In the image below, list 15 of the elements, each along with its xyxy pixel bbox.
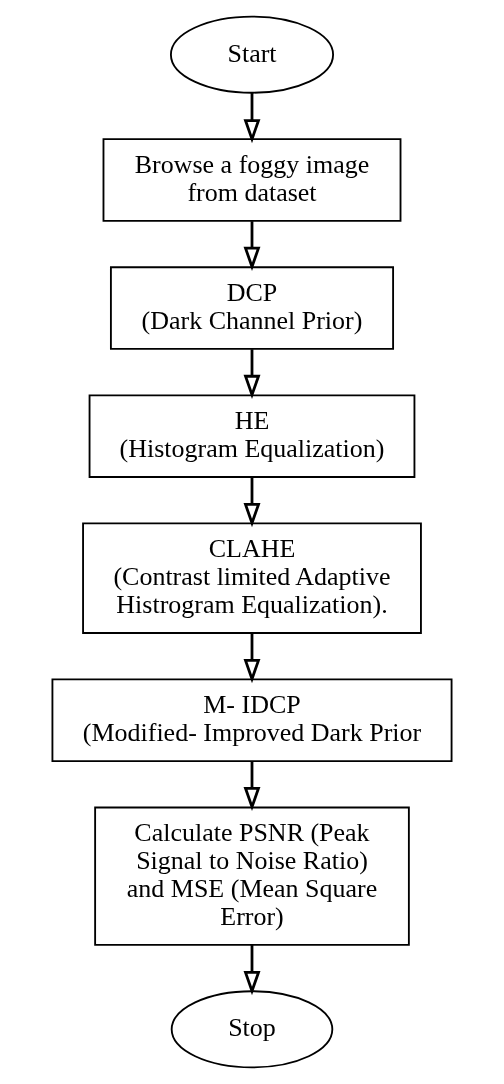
arrow — [243, 93, 261, 144]
arrow — [243, 221, 261, 271]
node-box: M- IDCP (Modified- Improved Dark Prior — [51, 678, 453, 762]
arrow — [243, 633, 261, 684]
arrow — [243, 944, 261, 996]
node-box: Calculate PSNR (Peak Signal to Noise Ratio) and MSE (Mean Square Error) — [94, 806, 410, 946]
node-box: DCP (Dark Channel Prior) — [109, 266, 394, 350]
arrow — [243, 349, 261, 399]
node-box: Browse a foggy image from dataset — [102, 138, 402, 222]
arrow — [243, 761, 261, 812]
node-box: HE (Histogram Equalization) — [88, 394, 416, 478]
node-box: CLAHE (Contrast limited Adaptive Histrogram Equalization). — [82, 522, 422, 634]
node-ellipse: Stop — [170, 990, 334, 1069]
arrow — [243, 477, 261, 528]
node-ellipse: Start — [170, 15, 334, 94]
